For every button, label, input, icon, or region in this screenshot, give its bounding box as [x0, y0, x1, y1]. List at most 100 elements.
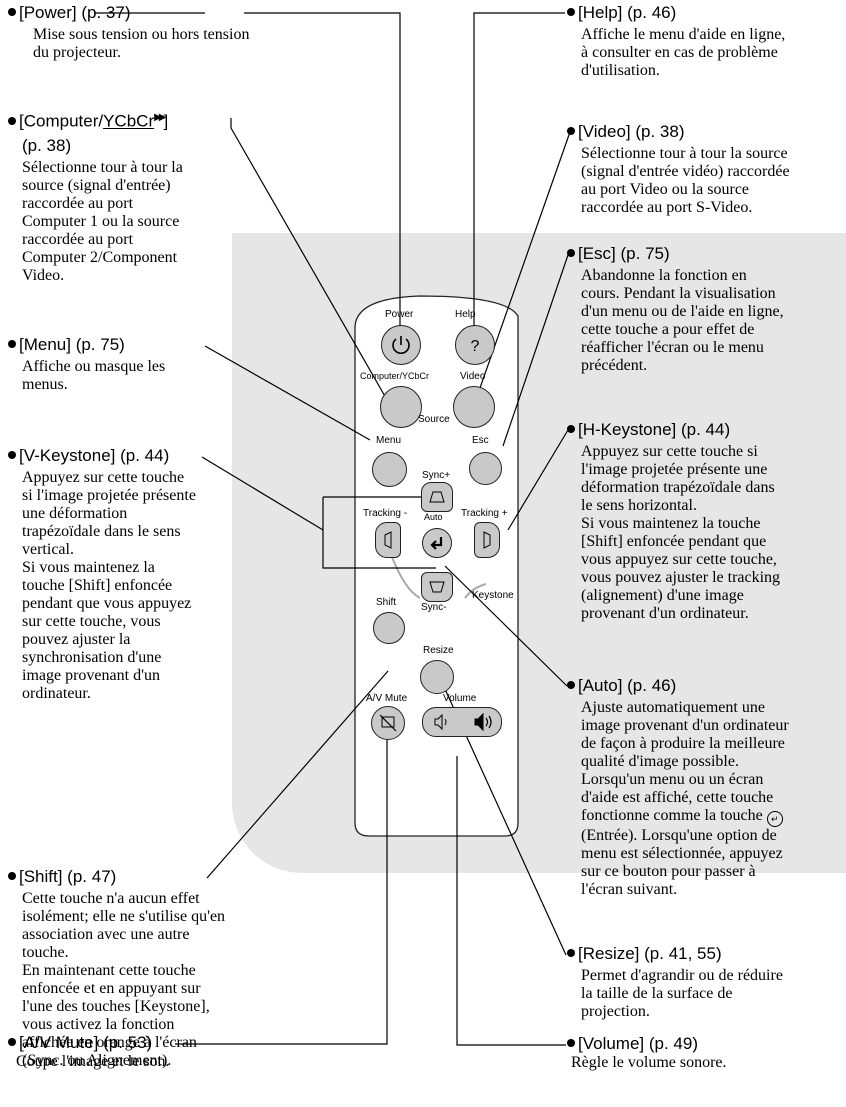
- volume-heading: [Volume] (p. 49): [578, 1034, 699, 1053]
- bullet: [567, 8, 575, 16]
- bullet: [8, 116, 16, 125]
- volume-button[interactable]: [422, 707, 502, 737]
- bullet: [567, 949, 575, 957]
- volume-label: Volume: [443, 693, 477, 704]
- hkeystone-heading: [H-Keystone] (p. 44): [578, 420, 731, 439]
- hkeystone-annotation: [H-Keystone] (p. 44) Appuyez sur cette t…: [567, 420, 780, 623]
- resize-annotation: [Resize] (p. 41, 55) Permet d'agrandir o…: [567, 944, 783, 1021]
- auto-annotation: [Auto] (p. 46) Ajuste automatiquement un…: [567, 676, 789, 899]
- menu-annotation: [Menu] (p. 75) Affiche ou masque les men…: [8, 335, 165, 394]
- menu-label: Menu: [376, 435, 402, 446]
- help-icon: ?: [471, 338, 480, 355]
- menu-description: Affiche ou masque les menus.: [22, 358, 166, 393]
- source-label: Source: [418, 414, 450, 425]
- keystone-left-icon: [384, 531, 392, 549]
- sync-plus-button[interactable]: [421, 482, 453, 512]
- video-button[interactable]: [453, 386, 495, 428]
- esc-button[interactable]: [469, 452, 502, 485]
- enter-key-icon: ↵: [766, 811, 783, 827]
- computer-heading-d: ]: [163, 111, 169, 131]
- computer-annotation: [Computer/YCbCr▶▶] (p. 38) Sélectionne t…: [8, 108, 183, 285]
- computer-heading-a: [Computer/: [19, 111, 104, 131]
- video-description: Sélectionne tour à tour la source (signa…: [581, 145, 790, 216]
- volume-description: Règle le volume sonore.: [571, 1054, 727, 1071]
- computer-heading-page: (p. 38): [22, 135, 72, 155]
- help-heading: [Help] (p. 46): [578, 3, 677, 22]
- esc-label: Esc: [472, 435, 489, 446]
- volume-icon: [434, 712, 492, 732]
- resize-description: Permet d'agrandir ou de réduire la taill…: [581, 967, 783, 1020]
- avmute-description: Coupe l'image et le son.: [16, 1053, 170, 1070]
- vkeystone-annotation: [V-Keystone] (p. 44) Appuyez sur cette t…: [8, 446, 196, 703]
- tracking-plus-label: Tracking +: [461, 508, 508, 519]
- vkey-bracket: [322, 496, 436, 569]
- bullet: [8, 451, 16, 459]
- keystone-up-icon: [429, 491, 445, 503]
- menu-button[interactable]: [372, 452, 407, 487]
- sync-plus-label: Sync+: [422, 470, 451, 481]
- help-label: Help: [455, 309, 476, 320]
- video-label: Video: [460, 371, 486, 382]
- keystone-right-icon: [483, 531, 491, 549]
- avmute-annotation: [A/V Mute] (p. 53) Coupe l'image et le s…: [8, 1033, 170, 1071]
- computer-description: Sélectionne tour à tour la source (signa…: [22, 158, 183, 284]
- remote-outline: [354, 295, 519, 837]
- hkeystone-description: Appuyez sur cette touche si l'image proj…: [581, 443, 781, 622]
- keystone-loop: [391, 556, 487, 599]
- tracking-plus-button[interactable]: [474, 522, 500, 558]
- power-label: Power: [385, 309, 414, 320]
- resize-button[interactable]: [420, 660, 454, 694]
- esc-heading: [Esc] (p. 75): [578, 244, 670, 263]
- power-heading: [Power] (p. 37): [19, 3, 131, 22]
- bullet: [8, 872, 16, 880]
- bullet: [567, 127, 575, 135]
- power-description: Mise sous tension ou hors tension du pro…: [33, 26, 250, 61]
- tracking-minus-button[interactable]: [375, 522, 401, 558]
- shift-annotation: [Shift] (p. 47) Cette touche n'a aucun e…: [8, 867, 225, 1070]
- esc-annotation: [Esc] (p. 75) Abandonne la fonction en c…: [567, 244, 784, 375]
- resize-heading: [Resize] (p. 41, 55): [578, 944, 722, 963]
- vkeystone-description: Appuyez sur cette touche si l'image proj…: [22, 469, 196, 702]
- tracking-minus-label: Tracking -: [363, 508, 408, 519]
- auto-description: Ajuste automatiquement une image provena…: [581, 699, 789, 899]
- auto-button[interactable]: [422, 528, 452, 558]
- bullet: [8, 1038, 16, 1046]
- avmute-heading: [A/V Mute] (p. 53): [19, 1033, 153, 1052]
- bullet: [567, 425, 575, 433]
- power-icon: [392, 336, 410, 354]
- auto-description-a: Ajuste automatiquement une image provena…: [581, 699, 789, 824]
- menu-heading: [Menu] (p. 75): [19, 335, 125, 354]
- volume-annotation: [Volume] (p. 49) Règle le volume sonore.: [567, 1034, 727, 1072]
- video-annotation: [Video] (p. 38) Sélectionne tour à tour …: [567, 122, 790, 217]
- keystone-down-icon: [429, 581, 445, 593]
- help-annotation: [Help] (p. 46) Affiche le menu d'aide en…: [567, 3, 785, 80]
- power-annotation: [Power] (p. 37) Mise sous tension ou hor…: [8, 3, 249, 62]
- help-button[interactable]: ?: [455, 325, 495, 365]
- bullet: [567, 681, 575, 689]
- video-heading: [Video] (p. 38): [578, 122, 685, 141]
- double-arrow-icon: ▶▶: [154, 112, 167, 123]
- shift-label: Shift: [376, 597, 397, 608]
- resize-label: Resize: [423, 645, 454, 656]
- power-button[interactable]: [381, 325, 421, 365]
- enter-icon: [430, 537, 443, 550]
- bullet: [567, 1039, 575, 1047]
- keystone-label: Keystone: [472, 590, 514, 601]
- esc-description: Abandonne la fonction en cours. Pendant …: [581, 267, 784, 374]
- sync-minus-button[interactable]: [421, 572, 453, 602]
- shift-description: Cette touche n'a aucun effet isolément; …: [22, 890, 226, 1069]
- help-description: Affiche le menu d'aide en ligne, à consu…: [581, 26, 786, 79]
- shift-button[interactable]: [373, 612, 405, 644]
- vkeystone-heading: [V-Keystone] (p. 44): [19, 446, 170, 465]
- computer-heading-ycbcr: YCbCr: [103, 111, 155, 131]
- computer-label: Computer/YCbCr: [360, 371, 430, 381]
- shift-heading: [Shift] (p. 47): [19, 867, 117, 886]
- bullet: [567, 249, 575, 257]
- av-mute-button[interactable]: [371, 706, 405, 740]
- sync-minus-label: Sync-: [421, 602, 447, 613]
- computer-button[interactable]: [380, 386, 422, 428]
- auto-label: Auto: [424, 512, 443, 522]
- bullet: [8, 340, 16, 348]
